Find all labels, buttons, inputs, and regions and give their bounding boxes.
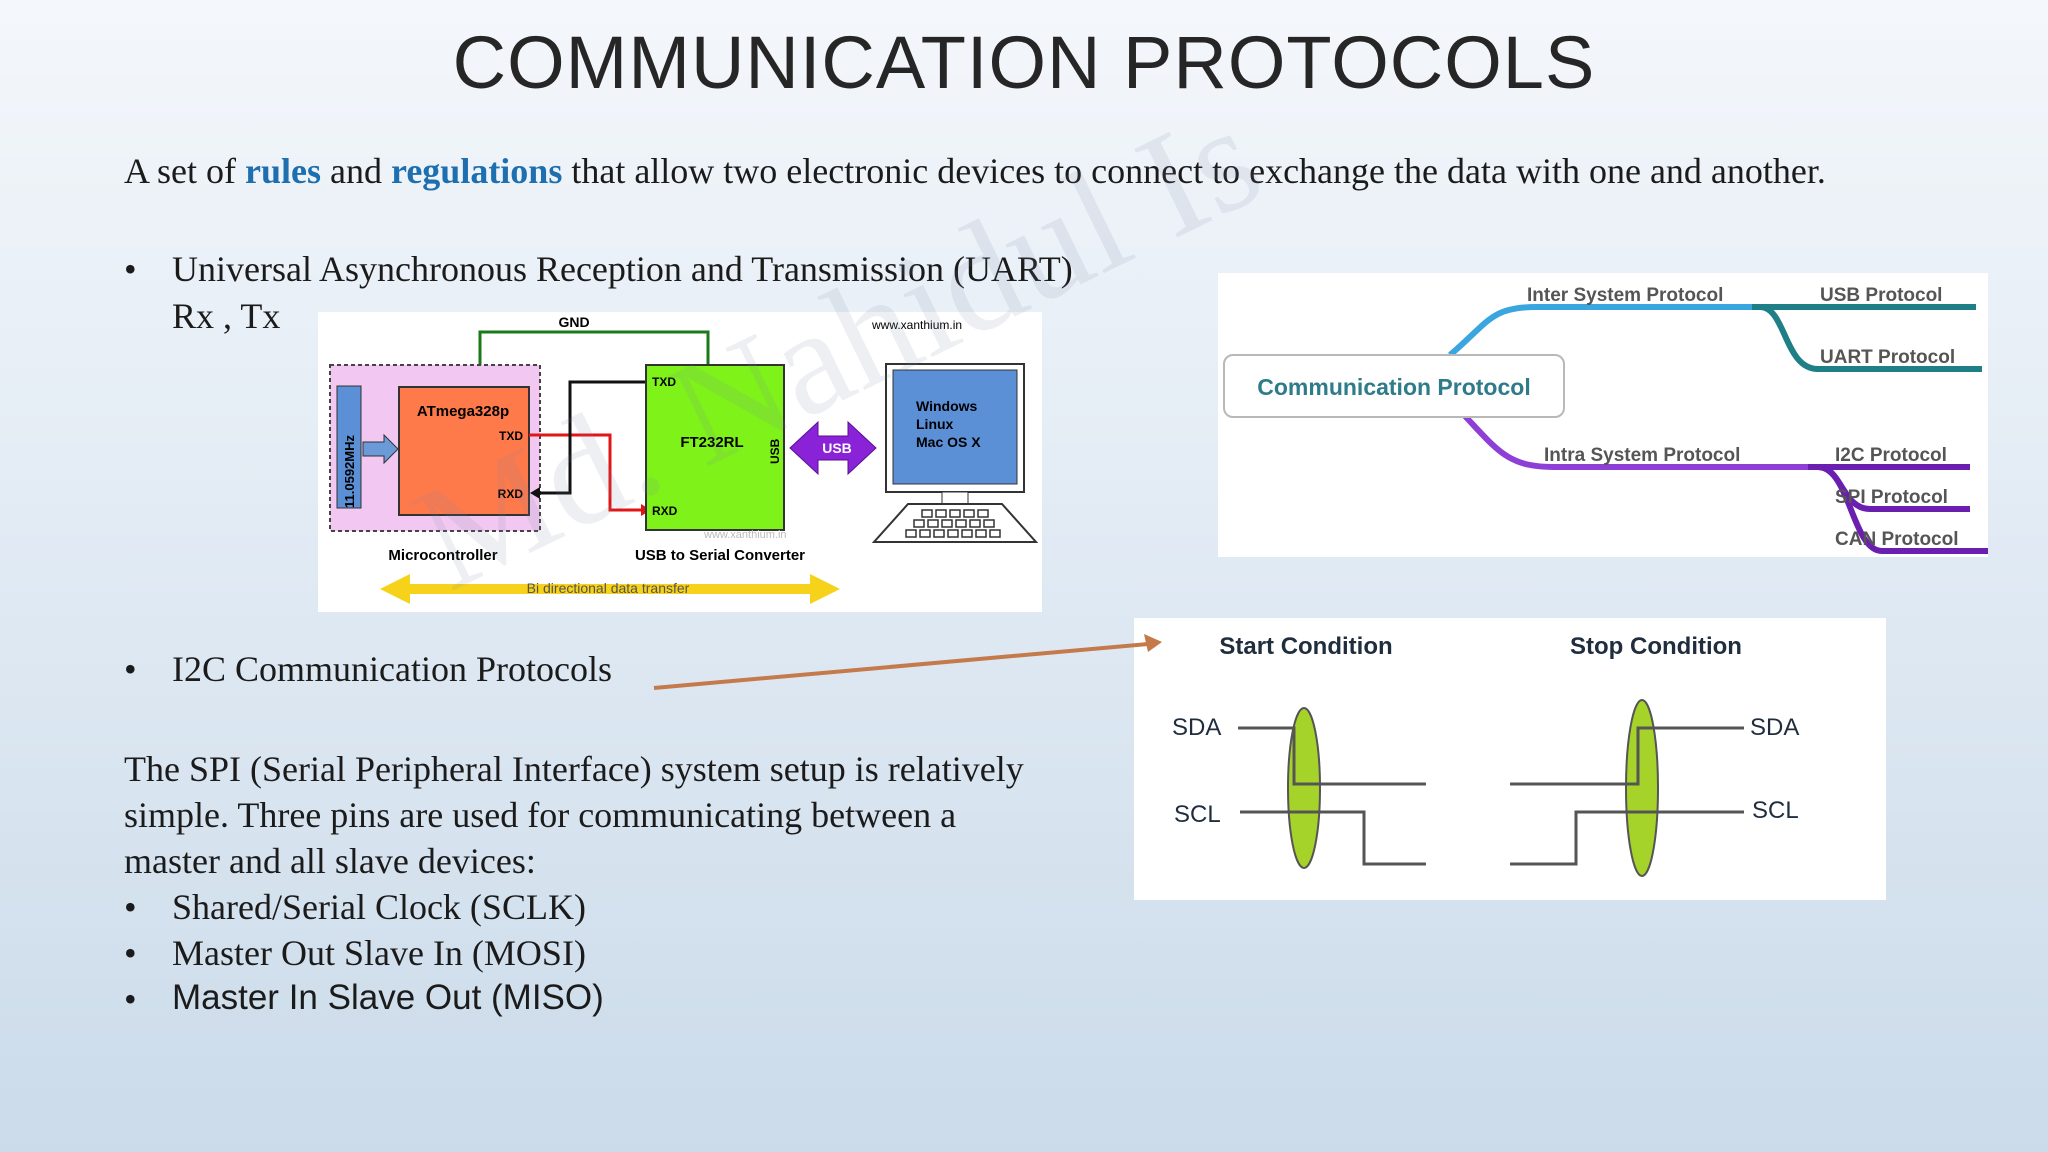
microcontroller-caption: Microcontroller [388, 547, 497, 564]
pc-screen [892, 369, 1018, 485]
mcu-txd-label: TXD [499, 429, 523, 443]
i2c-timing-svg: Start Condition Stop Condition SDA SCL S… [1172, 633, 1799, 877]
sda-left-label: SDA [1172, 714, 1221, 741]
usb-link-arrow [789, 420, 877, 476]
protocol-mindmap: Communication Protocol Inter System Prot… [1218, 273, 1988, 557]
mcu-rxd-label: RXD [498, 487, 524, 501]
gnd-label: GND [558, 314, 589, 330]
sda-right-label: SDA [1750, 714, 1799, 741]
stop-scl-waveform [1510, 810, 1744, 866]
start-sda-waveform [1238, 726, 1426, 786]
spi-item-miso: • Master In Slave Out (MISO) [124, 978, 924, 1024]
spi-item-text: Master In Slave Out (MISO) [172, 978, 604, 1017]
scl-left-label: SCL [1174, 801, 1221, 828]
spi-item-text: Master Out Slave In (MOSI) [172, 933, 586, 973]
bullet-dot: • [124, 979, 137, 1019]
scl-right-label: SCL [1752, 797, 1799, 824]
spi-description: The SPI (Serial Peripheral Interface) sy… [124, 749, 1024, 881]
uart-pins: Rx , Tx [172, 296, 281, 336]
bidirectional-arrow [380, 574, 840, 604]
bullet-dot: • [124, 249, 137, 289]
ftdi-rxd-label: RXD [652, 504, 678, 518]
inter-branch-line [1448, 304, 1760, 358]
intro-part-1: A set of [124, 151, 245, 191]
crystal-label: 11.0592MHz [342, 435, 357, 508]
pc-keyboard [871, 503, 1039, 543]
uart-diagram: GND www.xanthium.in 11.0592MHz ATmega328… [318, 312, 1042, 612]
slide-title: COMMUNICATION PROTOCOLS [452, 21, 1596, 104]
spi-item-sclk: • Shared/Serial Clock (SCLK) [124, 886, 924, 932]
spi-item-mosi: • Master Out Slave In (MOSI) [124, 932, 924, 978]
bullet-dot: • [124, 649, 137, 689]
ft232rl-chip [645, 364, 785, 531]
atmega-label: ATmega328p [417, 403, 509, 420]
start-highlight-ellipse [1287, 707, 1321, 869]
bullet-dot: • [124, 887, 137, 927]
can-protocol-label: CAN Protocol [1835, 529, 1959, 550]
uart-diagram-svg: GND www.xanthium.in 11.0592MHz ATmega328… [329, 314, 1039, 604]
bullet-dot: • [124, 933, 137, 973]
uart-leaf-line [1759, 304, 1982, 372]
intra-branch-line [1461, 412, 1818, 470]
spi-item-text: Shared/Serial Clock (SCLK) [172, 887, 586, 927]
rx-wire [538, 380, 646, 495]
mindmap-root-box [1223, 354, 1565, 418]
keyword-rules: rules [245, 151, 321, 191]
clock-arrow [362, 433, 399, 465]
spi-protocol-label: SPI Protocol [1835, 487, 1948, 508]
converter-caption: USB to Serial Converter [635, 547, 805, 564]
stop-condition-title: Stop Condition [1570, 633, 1742, 660]
pc-os-windows: Windows [916, 398, 978, 414]
keyboard-keys [905, 509, 1001, 538]
pc-os-linux: Linux [916, 416, 954, 432]
bidirectional-label: Bi directional data transfer [527, 580, 690, 596]
website-label: www.xanthium.in [871, 318, 962, 332]
atmega-chip [398, 386, 530, 516]
intro-part-2: and [321, 151, 391, 191]
gnd-wire [478, 330, 710, 384]
ft232rl-label: FT232RL [680, 434, 743, 451]
usb-port-label: USB [768, 438, 782, 464]
uart-protocol-label: UART Protocol [1820, 347, 1955, 368]
can-leaf-line [1817, 464, 1988, 554]
ftdi-txd-label: TXD [652, 375, 676, 389]
bullet-i2c: • I2C Communication Protocols [124, 648, 824, 696]
intra-system-label: Intra System Protocol [1544, 445, 1740, 466]
annotation-arrow [653, 634, 1162, 690]
start-scl-waveform [1240, 810, 1426, 866]
stop-highlight-ellipse [1625, 699, 1659, 877]
keyword-regulations: regulations [390, 151, 563, 191]
intro-sentence: A set of rules and regulations that allo… [124, 150, 1826, 192]
pc-stand [941, 491, 969, 505]
annotation-arrowhead [1144, 634, 1162, 652]
annotation-arrow-line [653, 642, 1149, 690]
bullet-uart-text: Universal Asynchronous Reception and Tra… [172, 249, 1073, 289]
faint-website-label: www.xanthium.in [703, 529, 787, 541]
rx-arrowhead [530, 487, 540, 499]
stop-sda-waveform [1510, 726, 1744, 786]
i2c-protocol-label: I2C Protocol [1835, 445, 1947, 466]
pc-os-mac: Mac OS X [916, 434, 981, 450]
bullet-i2c-text: I2C Communication Protocols [172, 649, 612, 689]
intro-part-3: that allow two electronic devices to con… [562, 151, 1826, 191]
mindmap-svg: Communication Protocol Inter System Prot… [1223, 285, 1988, 554]
usb-arrow-label: USB [822, 440, 852, 456]
start-condition-title: Start Condition [1219, 633, 1392, 660]
crystal-oscillator [336, 385, 362, 509]
mindmap-root-label: Communication Protocol [1257, 374, 1530, 400]
inter-system-label: Inter System Protocol [1527, 285, 1723, 306]
i2c-timing-diagram: Start Condition Stop Condition SDA SCL S… [1134, 618, 1886, 900]
usb-protocol-label: USB Protocol [1820, 285, 1942, 306]
bullet-uart: • Universal Asynchronous Reception and T… [124, 248, 1224, 296]
